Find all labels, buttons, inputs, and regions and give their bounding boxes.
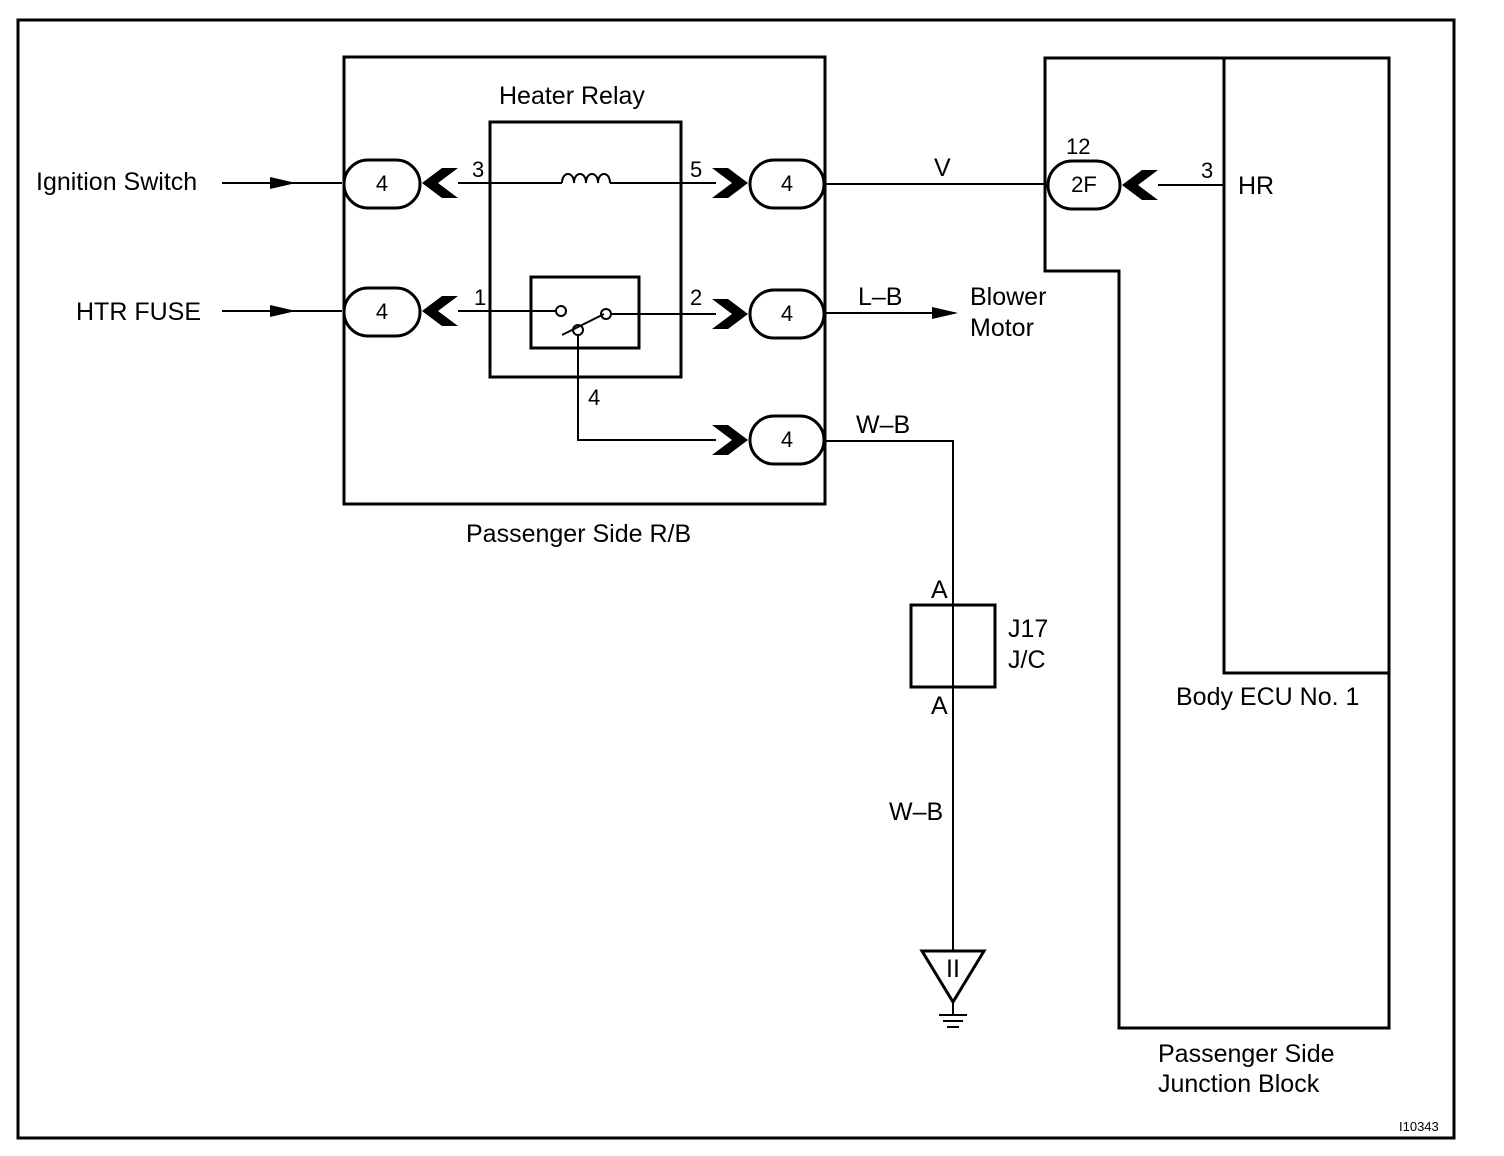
heater-relay-title: Heater Relay [499,82,645,110]
switch-common-wire [577,335,716,441]
connector-2f-pin: 12 [1066,134,1090,159]
ecu-pin-3: 3 [1201,158,1213,183]
connector-fuse [342,286,422,338]
jc-pin-top: A [931,576,948,604]
connector-ignition-label: 4 [376,171,388,196]
htr-fuse-label: HTR FUSE [76,298,201,326]
connector-ground-label: 4 [781,427,793,452]
connector-2f-label: 2F [1071,172,1097,197]
connector-fuse-label: 4 [376,299,388,324]
htr-fuse-arrow-icon [270,305,296,317]
ecu-terminal-hr: HR [1238,172,1274,200]
switch-blade [561,313,605,336]
connector-2f [1046,159,1122,211]
diagram-frame [16,18,1456,1140]
terminal-chevron-icon [1122,170,1158,200]
connector-ground [748,414,826,466]
pin-3: 3 [472,157,484,182]
coil-icon [561,173,611,184]
terminal-chevron-icon [712,168,748,198]
connector-ignition [342,158,422,210]
v-wire-label: V [934,154,951,182]
terminal-chevron-icon [712,299,748,329]
junction-block-title-line1: Passenger Side [1158,1040,1335,1068]
pin-4: 4 [588,385,600,410]
ground-point-label: II [946,955,960,983]
connector-coil-out [748,158,826,210]
body-ecu-title: Body ECU No. 1 [1176,683,1359,711]
body-ecu-outline [1222,56,1391,675]
switch-contact-icon [555,305,567,317]
wb-wire-bottom-label: W–B [889,798,943,826]
junction-block-title-line2: Junction Block [1158,1070,1320,1098]
junction-block-outline [1043,56,1391,1030]
connector-blower-label: 4 [781,301,793,326]
relay-box-title: Passenger Side R/B [466,520,691,548]
figure-id: I10343 [1399,1119,1439,1134]
blower-label-line2: Motor [970,314,1034,342]
connector-coil-out-label: 4 [781,171,793,196]
blower-arrow-icon [932,307,958,319]
terminal-chevron-icon [422,168,458,198]
relay-box-outline [342,55,827,506]
heater-relay-outline [488,120,683,379]
ignition-arrow-icon [270,177,296,189]
ground-point-icon [919,949,987,1005]
connector-blower [748,288,826,340]
relay-switch-box [529,275,641,350]
pin-5: 5 [690,157,702,182]
terminal-chevron-icon [422,296,458,326]
jc-name-line2: J/C [1008,646,1046,674]
pin-1: 1 [474,285,486,310]
blower-label-line1: Blower [970,283,1046,311]
wb-wire-top [826,440,954,605]
wb-wire-top-label: W–B [856,411,910,439]
jc-pin-bottom: A [931,692,948,720]
lb-wire-label: L–B [858,283,902,311]
jc-name-line1: J17 [1008,615,1048,643]
pin-2: 2 [690,285,702,310]
terminal-chevron-icon [712,425,748,455]
ignition-switch-label: Ignition Switch [36,168,197,196]
